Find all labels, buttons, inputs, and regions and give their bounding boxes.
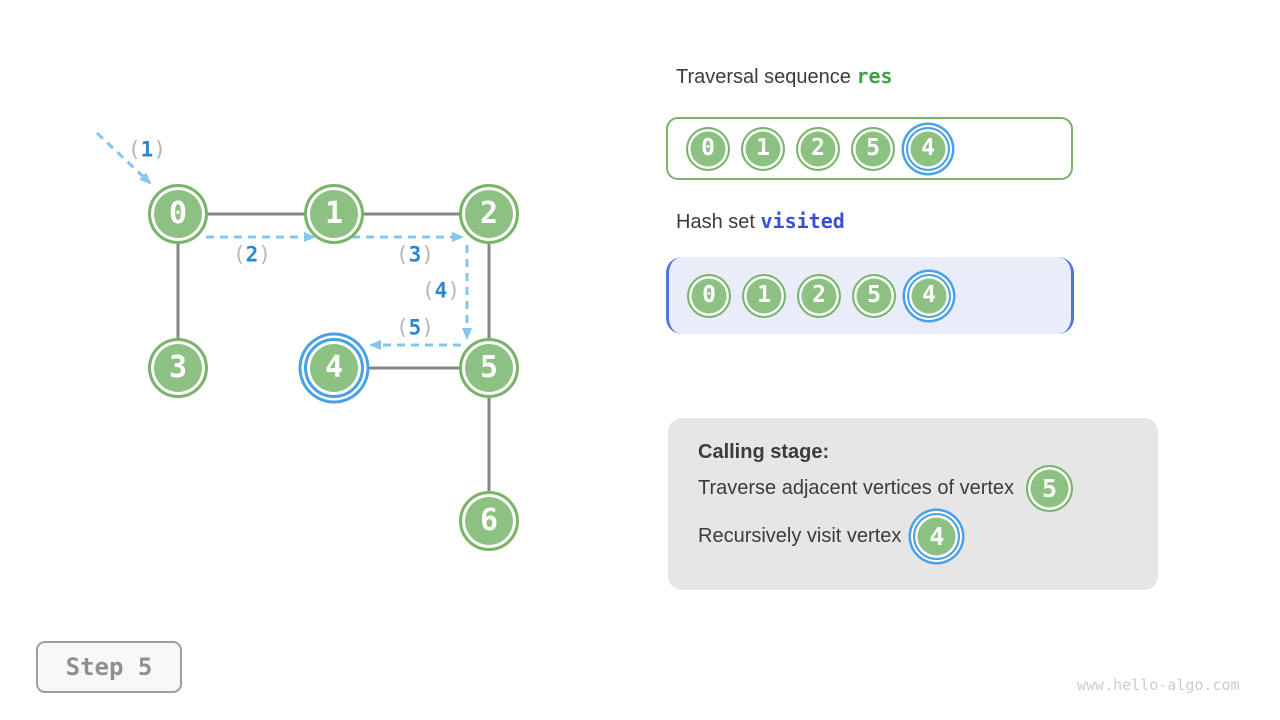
calling-line1-text: Traverse adjacent vertices of vertex — [698, 476, 1015, 499]
arrow-number: 5 — [408, 315, 422, 340]
paren: ) — [153, 137, 166, 162]
arrow-label-2: (2) — [233, 242, 271, 267]
arrow-number: 2 — [245, 242, 259, 267]
res-variable-label: res — [856, 64, 893, 88]
paren: ) — [421, 242, 434, 267]
graph-node-5: 5 — [459, 338, 519, 398]
calling-stage-line-2: Recursively visit vertex 4 — [698, 512, 1128, 560]
visited-heading-text: Hash set — [676, 211, 755, 233]
calling-line2-text: Recursively visit vertex — [698, 524, 902, 547]
sequence-item: 1 — [741, 126, 785, 171]
arrow-number: 4 — [434, 278, 448, 303]
visited-box: 0 1 2 5 4 — [666, 257, 1074, 334]
calling-line1-node: 5 — [1026, 464, 1074, 512]
paren: ( — [422, 278, 435, 303]
paren: ( — [396, 315, 409, 340]
arrow-number: 3 — [408, 242, 422, 267]
sequence-item: 2 — [796, 126, 840, 171]
graph-node-4-highlighted: 4 — [304, 338, 364, 398]
sequence-item: 5 — [851, 126, 895, 171]
calling-line2-node-highlighted: 4 — [913, 512, 961, 560]
paren: ) — [421, 315, 434, 340]
graph-canvas — [95, 131, 491, 521]
arrow-label-1: (1) — [128, 137, 166, 162]
visited-heading: Hash set visited — [676, 209, 845, 234]
graph-node-2: 2 — [459, 184, 519, 244]
graph-node-3: 3 — [148, 338, 208, 398]
paren: ) — [447, 278, 460, 303]
watermark: www.hello-algo.com — [1077, 676, 1240, 694]
visited-item-highlighted: 4 — [907, 273, 951, 318]
visited-item: 5 — [852, 273, 896, 318]
visited-variable-label: visited — [760, 209, 845, 233]
arrow-label-3: (3) — [396, 242, 434, 267]
arrow-number: 1 — [140, 137, 154, 162]
calling-stage-title: Calling stage: — [698, 441, 830, 463]
paren: ( — [128, 137, 141, 162]
sequence-box: 0 1 2 5 4 — [666, 117, 1073, 180]
graph-node-6: 6 — [459, 491, 519, 551]
sequence-heading: Traversal sequence res — [676, 64, 893, 89]
visited-item: 0 — [687, 273, 731, 318]
paren: ( — [233, 242, 246, 267]
paren: ) — [258, 242, 271, 267]
visited-item: 1 — [742, 273, 786, 318]
graph-node-1: 1 — [304, 184, 364, 244]
calling-stage-line-1: Traverse adjacent vertices of vertex 5 — [698, 464, 1128, 512]
arrow-label-5: (5) — [396, 315, 434, 340]
calling-stage-panel: Calling stage: Traverse adjacent vertice… — [668, 418, 1158, 590]
step-badge: Step 5 — [36, 641, 182, 693]
arrow-label-4: (4) — [422, 278, 460, 303]
sequence-heading-text: Traversal sequence — [676, 66, 851, 88]
sequence-item: 0 — [686, 126, 730, 171]
traversal-arrows — [95, 131, 472, 350]
paren: ( — [396, 242, 409, 267]
visited-item: 2 — [797, 273, 841, 318]
sequence-item-highlighted: 4 — [906, 126, 950, 171]
graph-node-0: 0 — [148, 184, 208, 244]
